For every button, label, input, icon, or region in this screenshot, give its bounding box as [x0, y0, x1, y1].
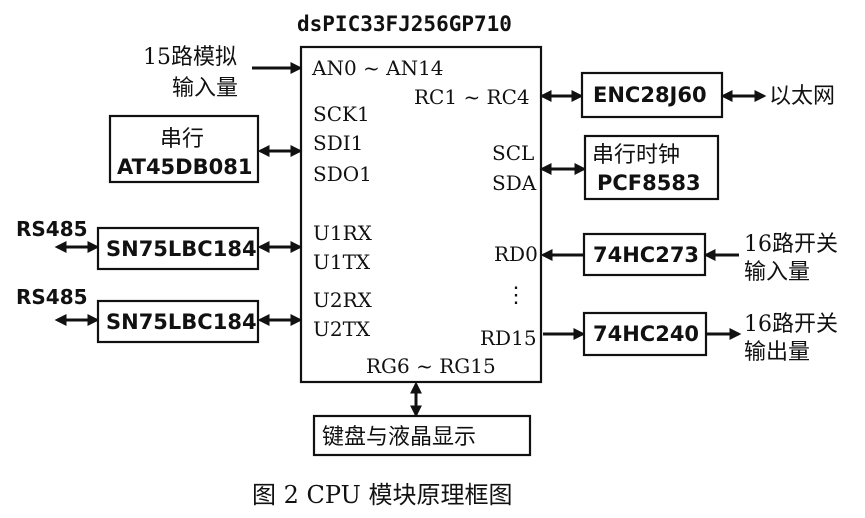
pin-u2tx: U2TX: [313, 317, 371, 341]
ethernet-label: 以太网: [769, 84, 835, 109]
serial-flash-box: [108, 114, 260, 184]
clock-label-line2: PCF8583: [597, 171, 701, 195]
chip-title: dsPIC33FJ256GP710: [297, 12, 512, 36]
pin-rd15: RD15: [480, 326, 537, 350]
transceiver-1-label: SN75LBC184: [106, 237, 257, 261]
clock-label-line1: 串行时钟: [592, 143, 680, 168]
clock-box: [583, 134, 720, 201]
switch-input-label-line2: 输入量: [744, 260, 810, 285]
pin-rc1-rc4: RC1 ~ RC4: [414, 85, 530, 109]
figure-caption: 图 2 CPU 模块原理框图: [252, 481, 512, 509]
switch-output-label-line1: 16路开关: [744, 312, 838, 337]
serial-flash-label-line1: 串行: [160, 127, 204, 152]
pin-sda: SDA: [492, 171, 537, 195]
switch-output-chip-label: 74HC240: [593, 322, 699, 346]
transceiver-1-box: [96, 226, 260, 271]
mcu-box: [299, 45, 543, 384]
pin-rd0: RD0: [494, 242, 538, 266]
transceiver-2-label: SN75LBC184: [106, 310, 257, 334]
switch-output-chip-box: [582, 311, 708, 357]
switch-output-label-line2: 输出量: [744, 340, 810, 365]
switch-input-chip-label: 74HC273: [593, 243, 699, 267]
pin-sck1: SCK1: [313, 102, 370, 126]
pin-u1tx: U1TX: [313, 250, 371, 274]
serial-flash-label-line2: AT45DB081: [117, 155, 252, 179]
pin-an0-an14: AN0 ~ AN14: [311, 56, 444, 80]
ethernet-chip-label: ENC28J60: [593, 83, 707, 107]
analog-input-label-line1: 15路模拟: [143, 45, 237, 70]
analog-input-label-line2: 输入量: [172, 76, 238, 101]
pin-sdo1: SDO1: [313, 162, 372, 186]
pin-ellipsis: ⋮: [505, 283, 527, 308]
pin-rg6-rg15: RG6 ~ RG15: [366, 354, 496, 378]
pin-scl: SCL: [492, 141, 534, 165]
switch-input-chip-box: [582, 232, 707, 277]
display-box: [312, 414, 532, 457]
pin-u1rx: U1RX: [313, 221, 373, 245]
pin-sdi1: SDI1: [313, 131, 363, 155]
ethernet-chip-box: [580, 71, 724, 119]
rs485-2-label: RS485: [16, 285, 88, 309]
display-label: 键盘与液晶显示: [322, 425, 476, 450]
pin-u2rx: U2RX: [313, 288, 373, 312]
switch-input-label-line1: 16路开关: [744, 232, 838, 257]
rs485-1-label: RS485: [16, 217, 88, 241]
